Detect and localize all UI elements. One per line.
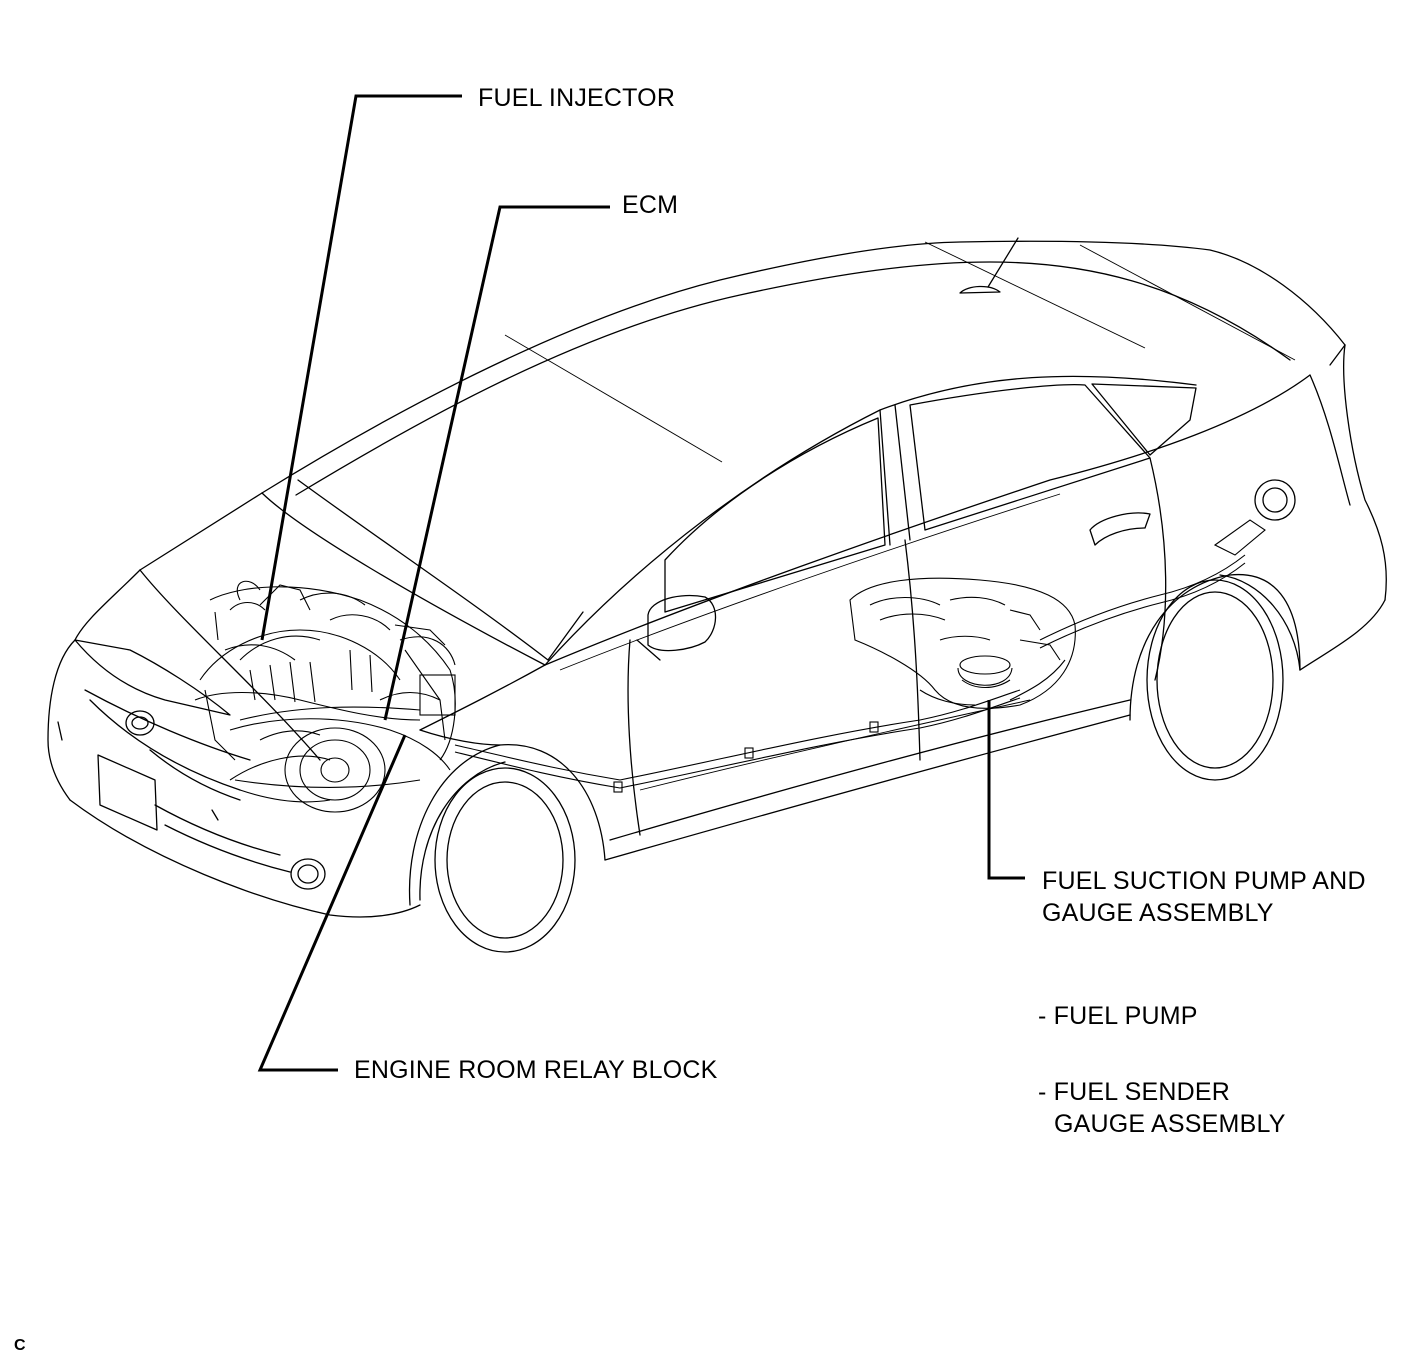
fuel-injector-leader [260,94,462,641]
fuel-sender-label-line1: - FUEL SENDER [1038,1078,1230,1106]
fuel-suction-pump-label-line2: GAUGE ASSEMBLY [1042,899,1274,927]
fuel-sender-label-line2: GAUGE ASSEMBLY [1054,1110,1286,1138]
engine-room-relay-block-leader [257,734,407,1072]
fuel-pump-label: - FUEL PUMP [1038,1002,1198,1030]
ecm-label: ECM [622,191,679,219]
leader-lines [257,94,1025,1072]
fuel-suction-pump-label-line1: FUEL SUCTION PUMP AND [1042,867,1366,895]
figure-code: C [14,1337,26,1354]
ecm-leader [383,205,610,721]
car-body [47,237,1387,953]
fuel-suction-pump-leader [987,700,1025,880]
fuel-injector-label: FUEL INJECTOR [478,84,676,112]
engine-room-relay-block-label: ENGINE ROOM RELAY BLOCK [354,1056,718,1084]
fuel-line [454,519,1266,793]
engine-assembly [194,580,456,813]
fuel-tank [849,577,1076,709]
